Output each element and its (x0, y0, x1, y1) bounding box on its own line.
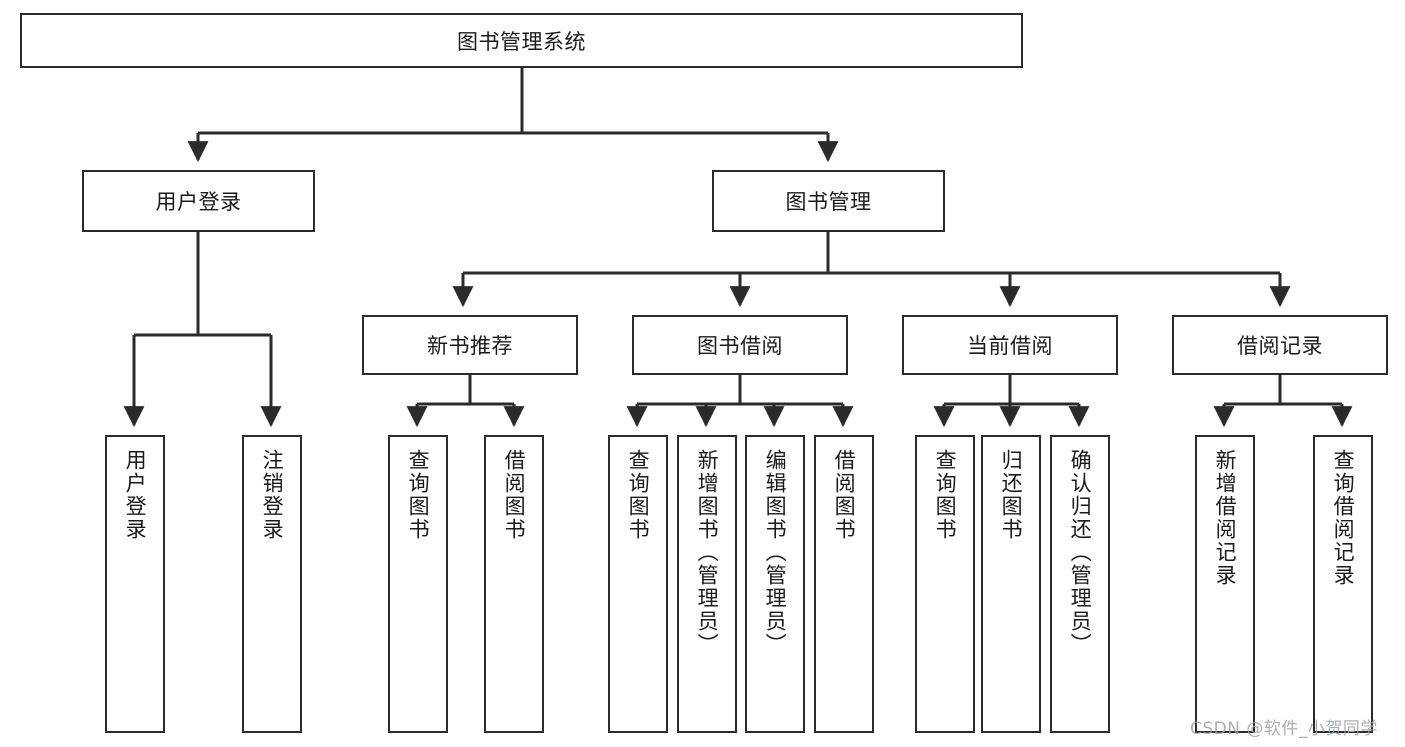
leaf-user-login[interactable]: 用户登录 (105, 435, 165, 733)
node-book-borrow[interactable]: 图书借阅 (632, 315, 848, 375)
node-label: 查询借阅记录 (1331, 449, 1356, 587)
node-label: 用户登录 (123, 449, 148, 541)
leaf-borrow-book-recommend[interactable]: 借阅图书 (484, 435, 544, 733)
node-new-book-recommend[interactable]: 新书推荐 (362, 315, 578, 375)
node-label: 查询图书 (406, 449, 431, 541)
leaf-query-book-recommend[interactable]: 查询图书 (388, 435, 448, 733)
node-label: 图书管理 (785, 190, 872, 214)
node-label: 当前借阅 (967, 334, 1053, 358)
node-user-login[interactable]: 用户登录 (82, 170, 315, 232)
leaf-logout-login[interactable]: 注销登录 (242, 435, 302, 733)
leaf-add-borrow-record[interactable]: 新增借阅记录 (1195, 435, 1255, 733)
node-label: 新增借阅记录 (1213, 449, 1238, 587)
node-label: 编辑图书（管理员） (763, 449, 788, 656)
node-label: 归还图书 (999, 449, 1024, 541)
node-current-borrow[interactable]: 当前借阅 (902, 315, 1118, 375)
node-label: 用户登录 (155, 190, 242, 214)
leaf-query-book-borrow[interactable]: 查询图书 (608, 435, 668, 733)
node-label: 新增图书（管理员） (695, 449, 720, 656)
node-book-management[interactable]: 图书管理 (712, 170, 945, 232)
node-label: 查询图书 (933, 449, 958, 541)
leaf-return-book[interactable]: 归还图书 (981, 435, 1041, 733)
node-label: 图书管理系统 (457, 29, 586, 54)
leaf-borrow-book[interactable]: 借阅图书 (814, 435, 874, 733)
node-label: 新书推荐 (427, 334, 513, 358)
leaf-edit-book-admin[interactable]: 编辑图书（管理员） (745, 435, 805, 733)
node-label: 确认归还（管理员） (1068, 449, 1093, 656)
node-label: 借阅图书 (832, 449, 857, 541)
leaf-confirm-return-admin[interactable]: 确认归还（管理员） (1050, 435, 1110, 733)
node-label: 借阅图书 (502, 449, 527, 541)
node-label: 图书借阅 (697, 334, 783, 358)
node-borrow-record[interactable]: 借阅记录 (1172, 315, 1388, 375)
leaf-query-borrow-record[interactable]: 查询借阅记录 (1313, 435, 1373, 733)
node-root-library-system[interactable]: 图书管理系统 (20, 13, 1023, 68)
node-label: 注销登录 (260, 449, 285, 541)
watermark: CSDN @软件_小贺同学 (1190, 719, 1378, 739)
node-label: 借阅记录 (1237, 334, 1323, 358)
leaf-add-book-admin[interactable]: 新增图书（管理员） (677, 435, 737, 733)
node-label: 查询图书 (626, 449, 651, 541)
leaf-query-book-current[interactable]: 查询图书 (915, 435, 975, 733)
